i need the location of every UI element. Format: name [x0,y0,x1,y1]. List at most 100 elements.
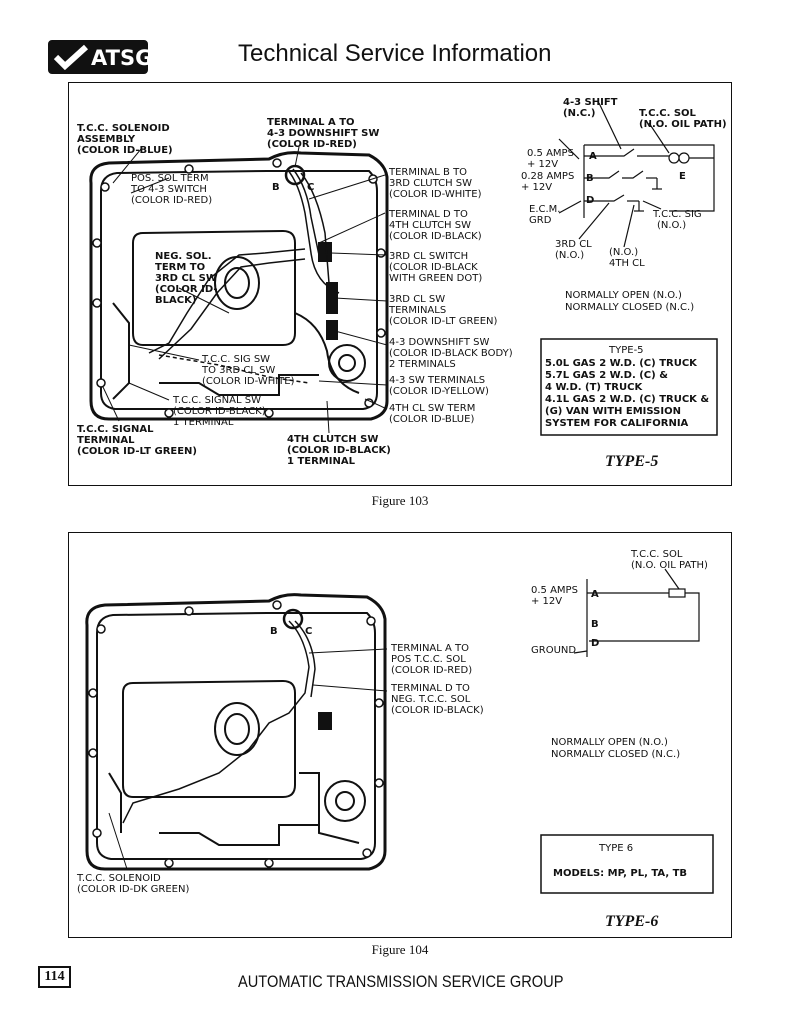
svg-text:T.C.C. SIG: T.C.C. SIG [652,209,702,220]
svg-text:3RD CL SWITCH: 3RD CL SWITCH [389,251,468,262]
svg-text:(COLOR ID-RED): (COLOR ID-RED) [131,195,212,206]
svg-text:BLACK): BLACK) [155,295,196,306]
svg-text:2 TERMINALS: 2 TERMINALS [389,359,456,370]
svg-text:GROUND: GROUND [531,645,576,656]
callout-tcc-sig-sw: T.C.C. SIG SW TO 3RD CL SW (COLOR ID-WHI… [201,354,295,387]
svg-text:4 W.D. (T) TRUCK: 4 W.D. (T) TRUCK [545,382,643,393]
svg-text:SYSTEM FOR CALIFORNIA: SYSTEM FOR CALIFORNIA [545,418,689,429]
mounting-bolts [88,600,384,868]
svg-text:MODELS: MP, PL, TA, TB: MODELS: MP, PL, TA, TB [553,868,687,879]
svg-text:(N.O. OIL PATH): (N.O. OIL PATH) [631,560,708,571]
svg-text:+ 12V: + 12V [521,182,552,193]
type-5-models-box: TYPE-5 5.0L GAS 2 W.D. (C) TRUCK 5.7L GA… [540,338,718,436]
svg-text:NORMALLY CLOSED (N.C.): NORMALLY CLOSED (N.C.) [565,302,694,313]
svg-text:(COLOR ID-: (COLOR ID- [155,284,217,295]
connector-b-c: B C [270,608,312,637]
svg-text:TO 3RD CL SW: TO 3RD CL SW [201,365,275,376]
svg-text:NORMALLY OPEN (N.O.): NORMALLY OPEN (N.O.) [551,737,668,748]
footer-org: AUTOMATIC TRANSMISSION SERVICE GROUP [238,972,564,991]
callout-tcc-solenoid-type6: T.C.C. SOLENOID (COLOR ID-DK GREEN) [76,873,189,895]
svg-text:+ 12V: + 12V [527,159,558,170]
figure-103-caption: Figure 103 [371,493,429,508]
page-title: Technical Service Information [238,40,552,67]
svg-text:A: A [591,589,599,600]
svg-text:E.C.M.: E.C.M. [529,204,560,215]
svg-text:D: D [591,638,599,649]
svg-text:TYPE-5: TYPE-5 [608,345,644,356]
svg-text:(COLOR ID-BLACK BODY): (COLOR ID-BLACK BODY) [389,348,513,359]
svg-text:(N.O.): (N.O.) [657,220,686,231]
svg-text:GRD: GRD [529,215,552,226]
callout-terminal-d-type6: TERMINAL D TO NEG. T.C.C. SOL (COLOR ID-… [390,683,484,716]
svg-text:NEG. SOL.: NEG. SOL. [155,251,212,262]
svg-text:4-3 DOWNSHIFT SW: 4-3 DOWNSHIFT SW [267,128,379,139]
svg-text:3RD CLUTCH SW: 3RD CLUTCH SW [389,178,472,189]
svg-text:TERM TO: TERM TO [155,262,205,273]
svg-text:(COLOR ID-BLACK): (COLOR ID-BLACK) [391,705,484,716]
svg-text:(N.O.): (N.O.) [609,247,638,258]
svg-text:TERMINAL D TO: TERMINAL D TO [388,209,468,220]
svg-text:ASSEMBLY: ASSEMBLY [77,134,136,145]
svg-text:(COLOR ID-BLUE): (COLOR ID-BLUE) [77,145,173,156]
svg-text:(N.O.): (N.O.) [555,250,584,261]
callout-3rd-cl-switch: 3RD CL SWITCH (COLOR ID-BLACK WITH GREEN… [389,251,482,284]
svg-text:POS T.C.C. SOL: POS T.C.C. SOL [391,654,466,665]
svg-text:(COLOR ID-YELLOW): (COLOR ID-YELLOW) [389,386,489,397]
svg-text:+ 12V: + 12V [531,596,562,607]
type-6-models-box: TYPE 6 MODELS: MP, PL, TA, TB [540,834,714,894]
svg-text:TERMINALS: TERMINALS [388,305,446,316]
connector-letter-b: B [272,182,280,193]
svg-text:(COLOR ID-RED): (COLOR ID-RED) [391,665,472,676]
svg-text:T.C.C. SIG SW: T.C.C. SIG SW [201,354,270,365]
callout-tcc-solenoid-assembly: T.C.C. SOLENOID ASSEMBLY (COLOR ID-BLUE) [77,123,173,156]
callout-terminal-d-type5: TERMINAL D TO 4TH CLUTCH SW (COLOR ID-BL… [388,209,482,242]
svg-text:T.C.C. SOLENOID: T.C.C. SOLENOID [77,123,170,134]
svg-text:1 TERMINAL: 1 TERMINAL [287,456,356,467]
checkmark-icon [53,44,89,70]
callout-terminal-b: TERMINAL B TO 3RD CLUTCH SW (COLOR ID-WH… [388,167,482,200]
svg-text:TYPE 6: TYPE 6 [598,843,633,854]
svg-text:TERMINAL: TERMINAL [77,435,135,446]
svg-text:4TH CLUTCH SW: 4TH CLUTCH SW [389,220,471,231]
svg-text:4TH CL: 4TH CL [609,258,645,269]
callout-downshift-sw: 4-3 DOWNSHIFT SW (COLOR ID-BLACK BODY) 2… [389,337,513,370]
svg-text:4-3 SW TERMINALS: 4-3 SW TERMINALS [389,375,485,386]
svg-text:(COLOR ID-DK GREEN): (COLOR ID-DK GREEN) [77,884,189,895]
svg-text:TERMINAL A TO: TERMINAL A TO [267,117,355,128]
logo-text: ATSG [91,46,153,70]
svg-text:(COLOR ID-LT GREEN): (COLOR ID-LT GREEN) [77,446,197,457]
leader-lines [108,648,388,870]
svg-text:WITH GREEN DOT): WITH GREEN DOT) [389,273,482,284]
type-5-label: TYPE-5 [605,453,659,470]
svg-text:(COLOR ID-WHITE): (COLOR ID-WHITE) [389,189,482,200]
svg-text:3RD CL SW: 3RD CL SW [155,273,217,284]
schematic-type6: T.C.C. SOL (N.O. OIL PATH) 0.5 AMPS + 12… [531,549,708,760]
type-6-label: TYPE-6 [605,913,659,930]
figure-103-drawing: B C T.C.C. SOLENOID ASSEMBLY (COLOR ID- [77,97,727,467]
svg-text:(COLOR ID-LT GREEN): (COLOR ID-LT GREEN) [389,316,498,327]
callout-tcc-signal-terminal: T.C.C. SIGNAL TERMINAL (COLOR ID-LT GREE… [77,424,197,457]
callout-4th-cl-sw-term: 4TH CL SW TERM (COLOR ID-BLUE) [389,403,475,425]
connector-letter-c: C [307,182,314,193]
schematic-type5: 4-3 SHIFT (N.C.) T.C.C. SOL (N.O. OIL PA… [521,97,727,313]
svg-text:T.C.C. SOLENOID: T.C.C. SOLENOID [76,873,161,884]
svg-text:3RD CL: 3RD CL [555,239,592,250]
svg-text:NEG. T.C.C. SOL: NEG. T.C.C. SOL [391,694,471,705]
svg-text:0.28 AMPS: 0.28 AMPS [521,171,574,182]
callout-terminal-a-type6: TERMINAL A TO POS T.C.C. SOL (COLOR ID-R… [390,643,472,676]
callout-3rd-cl-sw-terminals: 3RD CL SW TERMINALS (COLOR ID-LT GREEN) [388,294,498,327]
svg-text:T.C.C. SOL: T.C.C. SOL [630,549,683,560]
callout-pos-sol-term: POS. SOL TERM TO 4-3 SWITCH (COLOR ID-RE… [130,173,212,206]
valve-body-outline [89,151,389,421]
svg-text:(COLOR ID-BLACK): (COLOR ID-BLACK) [389,231,482,242]
figure-103-diagram: B C T.C.C. SOLENOID ASSEMBLY (COLOR ID- [68,82,732,486]
connector-letter-c: C [305,626,312,637]
callout-4-3-sw-terminals: 4-3 SW TERMINALS (COLOR ID-YELLOW) [389,375,489,397]
svg-text:(COLOR ID-WHITE): (COLOR ID-WHITE) [202,376,295,387]
svg-text:(COLOR ID-BLACK): (COLOR ID-BLACK) [287,445,391,456]
callout-tcc-signal-sw: T.C.C. SIGNAL SW (COLOR ID-BLACK) 1 TERM… [172,395,266,428]
callout-terminal-a-type5: TERMINAL A TO 4-3 DOWNSHIFT SW (COLOR ID… [267,117,379,150]
svg-text:0.5 AMPS: 0.5 AMPS [527,148,574,159]
svg-text:NORMALLY CLOSED (N.C.): NORMALLY CLOSED (N.C.) [551,749,680,760]
leader-lines [102,146,388,434]
